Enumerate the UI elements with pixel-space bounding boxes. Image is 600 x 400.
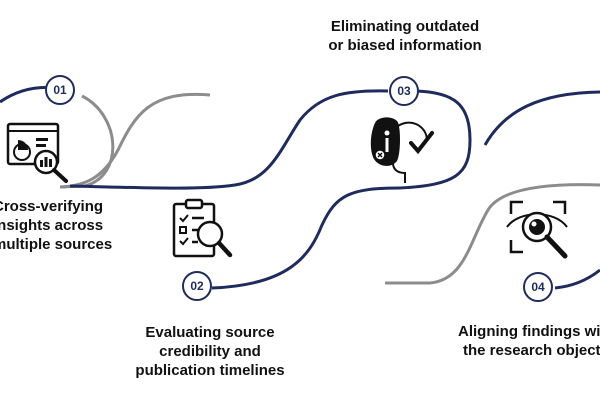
step-03-caption: Eliminating outdated or biased informati… (300, 17, 510, 55)
step-04-line-2: the research objectives (463, 342, 600, 359)
step-number-01: 01 (45, 75, 75, 105)
path-navy-right-top (483, 90, 600, 146)
step-04-line-1: Aligning findings with (458, 323, 600, 340)
step-02-line-1: Evaluating source (145, 324, 275, 341)
step-02-line-3: publication timelines (135, 362, 285, 379)
step-03-line-2: or biased information (328, 37, 482, 54)
head-info-check-icon (370, 117, 434, 183)
path-navy-arc-03 (399, 89, 472, 190)
step-03-line-1: Eliminating outdated (330, 18, 480, 35)
step-01-line-2: insights across (0, 217, 104, 234)
checklist-magnifier-icon (172, 198, 233, 258)
path-gray-right (385, 183, 600, 285)
path-navy-arc-02 (211, 186, 401, 290)
step-04-caption: Aligning findings with the research obje… (458, 322, 600, 360)
path-navy-arc-04 (554, 268, 600, 290)
step-02-line-2: credibility and (159, 343, 261, 360)
step-02-caption: Evaluating source credibility and public… (110, 323, 310, 380)
eye-scan-magnifier-icon (506, 200, 568, 259)
path-navy-wave-middle (69, 89, 389, 190)
step-number-03: 03 (389, 76, 419, 106)
path-gray-wave-top (59, 92, 211, 189)
step-01-line-3: multiple sources (0, 236, 113, 253)
report-magnifier-icon (6, 122, 68, 183)
path-arc-01-gray (59, 94, 115, 189)
step-01-line-1: Cross-verifying (0, 198, 104, 215)
step-number-04: 04 (523, 272, 553, 302)
step-number-02: 02 (182, 271, 212, 301)
step-01-caption: Cross-verifying insights across multiple… (0, 197, 112, 254)
